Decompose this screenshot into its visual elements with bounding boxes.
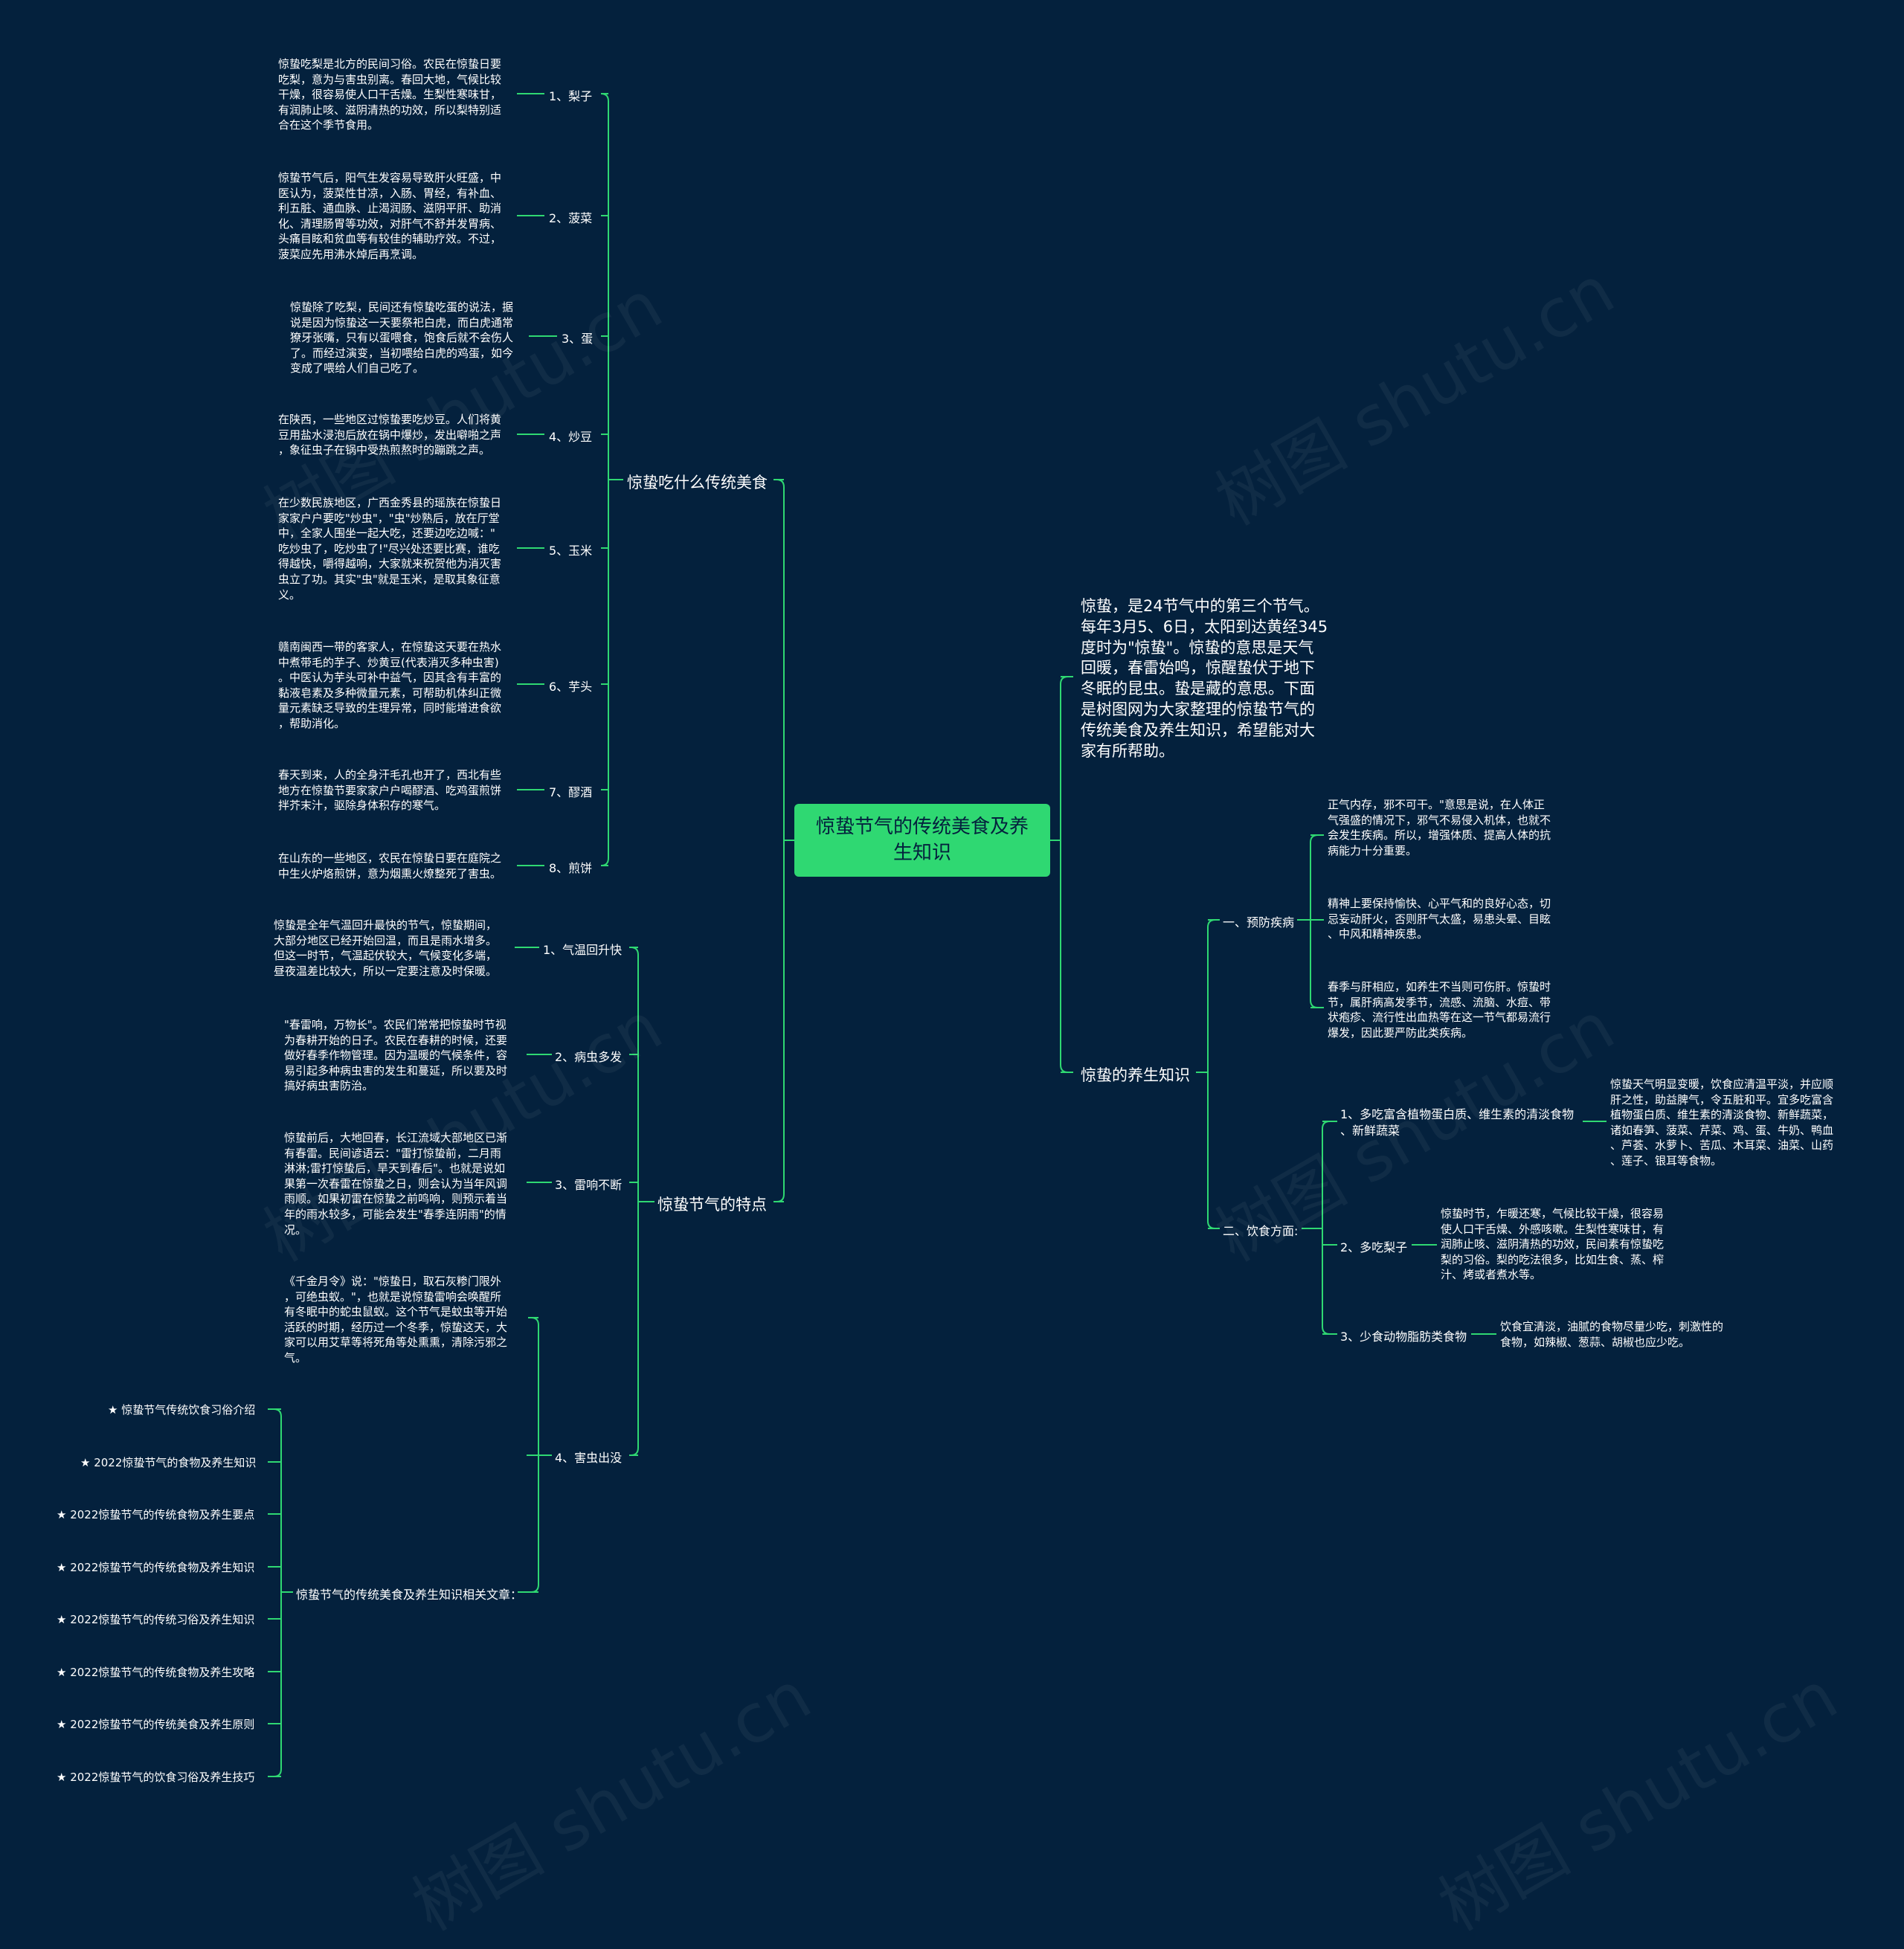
food-item-spinach[interactable]: 2、菠菜 <box>549 211 593 225</box>
prevent-text: 春季与肝相应，如养生不当则可伤肝。惊蛰时 节，属肝病高发季节，流感、流脑、水痘、… <box>1328 980 1551 1040</box>
related-articles-title: 惊蛰节气的传统美食及养生知识相关文章： <box>296 1588 523 1602</box>
food-item-corn[interactable]: 5、玉米 <box>549 544 593 558</box>
diet-item-less-fat[interactable]: 3、少食动物脂肪类食物 <box>1340 1330 1467 1344</box>
related-link[interactable]: ★ 2022惊蛰节气的饮食习俗及养生技巧 <box>57 1771 255 1784</box>
food-text-pancake: 在山东的一些地区，农民在惊蛰日要在庭院之 中生火炉烙煎饼，意为烟熏火燎整死了害虫… <box>278 851 502 880</box>
prevent-text: 正气内存，邪不可干。"意思是说，在人体正 气强盛的情况下，邪气不易侵入机体，也就… <box>1328 798 1551 857</box>
diet-text-pear: 惊蛰时节，乍暖还寒，气候比较干燥，很容易 使人口干舌燥、外感咳嗽。生梨性寒味甘，… <box>1441 1207 1665 1282</box>
diet-item-pear[interactable]: 2、多吃梨子 <box>1340 1240 1408 1254</box>
food-item-pear[interactable]: 1、梨子 <box>549 89 593 103</box>
food-item-pancake[interactable]: 8、煎饼 <box>549 861 593 875</box>
branch-features[interactable]: 惊蛰节气的特点 <box>657 1196 767 1214</box>
connector <box>600 93 609 866</box>
health-prevent-label[interactable]: 一、预防疾病 <box>1223 915 1295 930</box>
health-diet-label[interactable]: 二、饮食方面: <box>1223 1224 1299 1238</box>
branch-food[interactable]: 惊蛰吃什么传统美食 <box>627 474 768 492</box>
feature-item-insects[interactable]: 4、害虫出没 <box>555 1451 623 1465</box>
branch-health[interactable]: 惊蛰的养生知识 <box>1081 1066 1190 1084</box>
related-link[interactable]: ★ 惊蛰节气传统饮食习俗介绍 <box>108 1403 256 1417</box>
food-text-beans: 在陕西，一些地区过惊蛰要吃炒豆。人们将黄 豆用盐水浸泡后放在锅中爆炒，发出噼啪之… <box>278 413 502 457</box>
feature-item-thunder[interactable]: 3、雷响不断 <box>555 1178 623 1192</box>
food-text-pear: 惊蛰吃梨是北方的民间习俗。农民在惊蛰日要 吃梨，意为与害虫别离。春回大地，气候比… <box>278 57 502 132</box>
related-link[interactable]: ★ 2022惊蛰节气的传统食物及养生知识 <box>57 1561 255 1574</box>
feature-text-insects: 《千金月令》说："惊蛰日，取石灰糁门限外 ，可绝虫蚁。"，也就是说惊蛰雷响会唤醒… <box>284 1275 508 1365</box>
intro-text: 惊蛰，是24节气中的第三个节气。 每年3月5、6日，太阳到达黄经345 度时为"… <box>1081 597 1328 760</box>
feature-text-thunder: 惊蛰前后，大地回春，长江流域大部地区已渐 有春雷。民间谚语云："雷打惊蛰前，二月… <box>284 1131 508 1237</box>
prevent-text: 精神上要保持愉快、心平气和的良好心态，切 忌妄动肝火，否则肝气太盛，易患头晕、目… <box>1328 897 1551 941</box>
food-text-wine: 春天到来，人的全身汗毛孔也开了，西北有些 地方在惊蛰节要家家户户喝醪酒、吃鸡蛋煎… <box>278 768 502 813</box>
food-text-egg: 惊蛰除了吃梨，民间还有惊蛰吃蛋的说法，据 说是因为惊蛰这一天要祭祀白虎，而白虎通… <box>290 300 514 376</box>
feature-item-warming[interactable]: 1、气温回升快 <box>543 943 623 957</box>
related-link[interactable]: ★ 2022惊蛰节气的传统食物及养生要点 <box>57 1508 255 1521</box>
food-text-taro: 赣南闽西一带的客家人，在惊蛰这天要在热水 中煮带毛的芋子、炒黄豆(代表消灭多种虫… <box>278 640 502 730</box>
food-text-corn: 在少数民族地区，广西金秀县的瑶族在惊蛰日 家家户户要吃"炒虫"，"虫"炒熟后，放… <box>278 496 502 602</box>
connector <box>630 947 639 1456</box>
connector-lines <box>268 93 1606 1777</box>
diet-item-vegetables[interactable]: 1、多吃富含植物蛋白质、维生素的清淡食物 、新鲜蔬菜 <box>1340 1107 1575 1138</box>
connector <box>1207 919 1216 1229</box>
diet-text-less-fat: 饮食宜清淡，油腻的食物尽量少吃，刺激性的 食物，如辣椒、葱蒜、胡椒也应少吃。 <box>1500 1320 1724 1349</box>
food-item-wine[interactable]: 7、醪酒 <box>549 785 593 799</box>
connector <box>1060 676 1069 1073</box>
food-item-beans[interactable]: 4、炒豆 <box>549 430 593 444</box>
related-link[interactable]: ★ 2022惊蛰节气的传统美食及养生原则 <box>57 1718 255 1731</box>
diet-text-vegetables: 惊蛰天气明显变暖，饮食应清温平淡，并应顺 肝之性，助益脾气，令五脏和平。宜多吃富… <box>1610 1077 1834 1167</box>
feature-text-pests: "春雷响，万物长"。农民们常常把惊蛰时节视 为春耕开始的日子。农民在春耕的时候，… <box>284 1018 508 1093</box>
food-item-taro[interactable]: 6、芋头 <box>549 680 593 694</box>
connector <box>273 1408 282 1777</box>
connector <box>776 479 785 1202</box>
feature-text-warming: 惊蛰是全年气温回升最快的节气，惊蛰期间， 大部分地区已经开始回温，而且是雨水增多… <box>274 918 498 978</box>
related-link[interactable]: ★ 2022惊蛰节气的传统食物及养生攻略 <box>57 1666 255 1679</box>
connector <box>1322 1121 1331 1335</box>
connector <box>1310 834 1319 1008</box>
related-link[interactable]: ★ 2022惊蛰节气的传统习俗及养生知识 <box>57 1613 255 1626</box>
related-link[interactable]: ★ 2022惊蛰节气的食物及养生知识 <box>80 1456 257 1469</box>
food-text-spinach: 惊蛰节气后，阳气生发容易导致肝火旺盛，中 医认为，菠菜性甘凉，入肠、胃经，有补血… <box>278 171 502 261</box>
feature-item-pests[interactable]: 2、病虫多发 <box>555 1050 623 1064</box>
central-topic[interactable]: 惊蛰节气的传统美食及养 生知识 <box>794 804 1050 877</box>
food-item-egg[interactable]: 3、蛋 <box>562 332 594 346</box>
